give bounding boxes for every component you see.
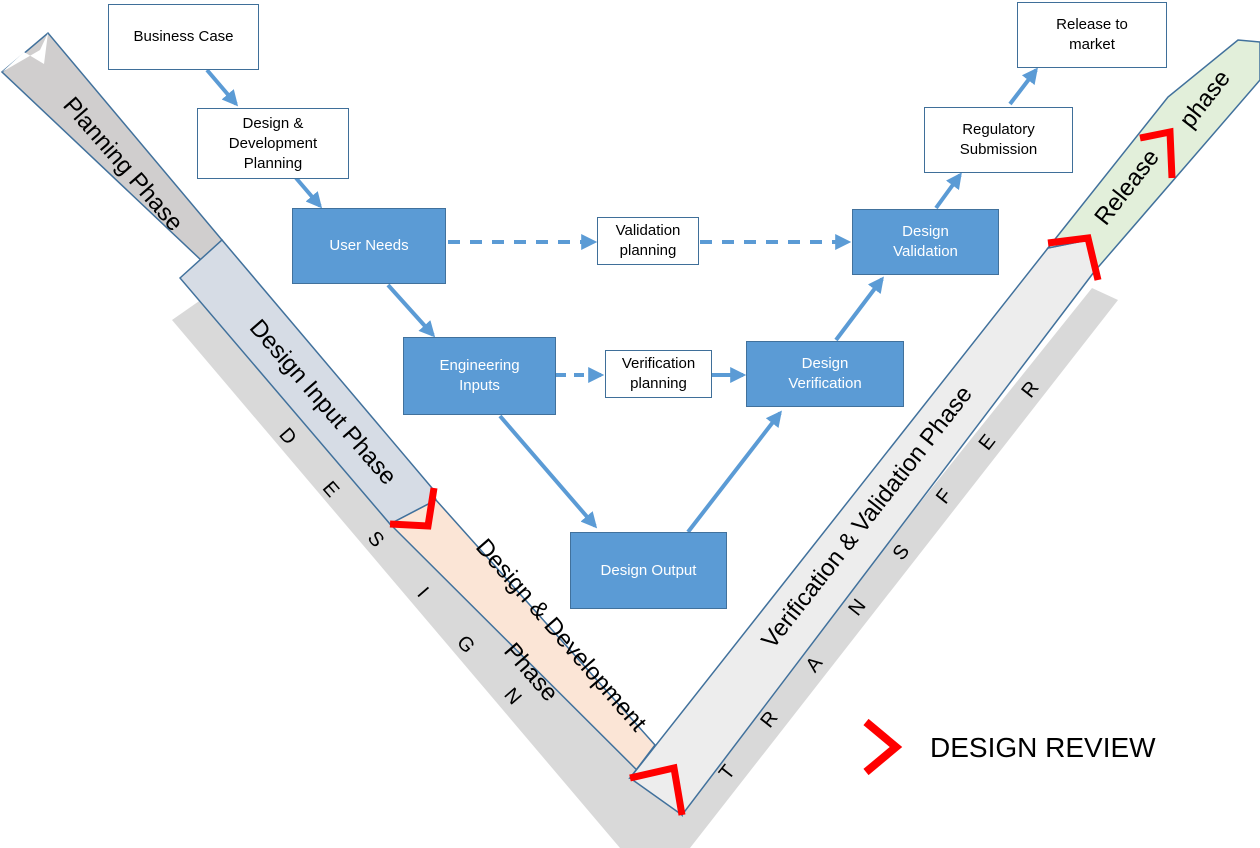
- arrow-user-needs-to-engineering-inputs: [386, 283, 436, 338]
- engineering-inputs-box: Engineering Inputs: [403, 337, 556, 415]
- design-review-mark-4: [1139, 127, 1176, 179]
- user-needs-box: User Needs: [292, 208, 446, 284]
- validation-planning-box: Validation planning: [597, 217, 699, 265]
- design-verification-box: Design Verification: [746, 341, 904, 407]
- arrow-engineering-inputs-to-design-output: [498, 414, 598, 529]
- arrow-design-verification-to-design-validation: [834, 276, 884, 342]
- business-case-box: Business Case: [108, 4, 259, 70]
- design-validation-box: Design Validation: [852, 209, 999, 275]
- release-to-market-box: Release to market: [1017, 2, 1167, 68]
- arrow-business-to-planning: [205, 68, 239, 107]
- design-review-mark-3: [1047, 234, 1102, 281]
- design-review-mark-1: [389, 487, 438, 530]
- design-review-legend-label: DESIGN REVIEW: [930, 732, 1156, 763]
- verification-planning-box: Verification planning: [605, 350, 712, 398]
- regulatory-submission-box: Regulatory Submission: [924, 107, 1073, 173]
- arrow-planning-to-user-needs: [294, 176, 323, 209]
- planning-phase-label: Planning Phase: [58, 92, 189, 237]
- design-review-mark-2: [629, 763, 686, 816]
- arrow-design-output-to-design-verification: [686, 410, 782, 534]
- planning-phase-notch: [2, 33, 48, 72]
- design-review-legend-icon: [863, 718, 903, 776]
- arrow-design-validation-to-regulatory: [934, 172, 962, 210]
- design-output-box: Design Output: [570, 532, 727, 609]
- arrow-regulatory-to-release: [1008, 67, 1038, 106]
- design-dev-planning-box: Design & Development Planning: [197, 108, 349, 179]
